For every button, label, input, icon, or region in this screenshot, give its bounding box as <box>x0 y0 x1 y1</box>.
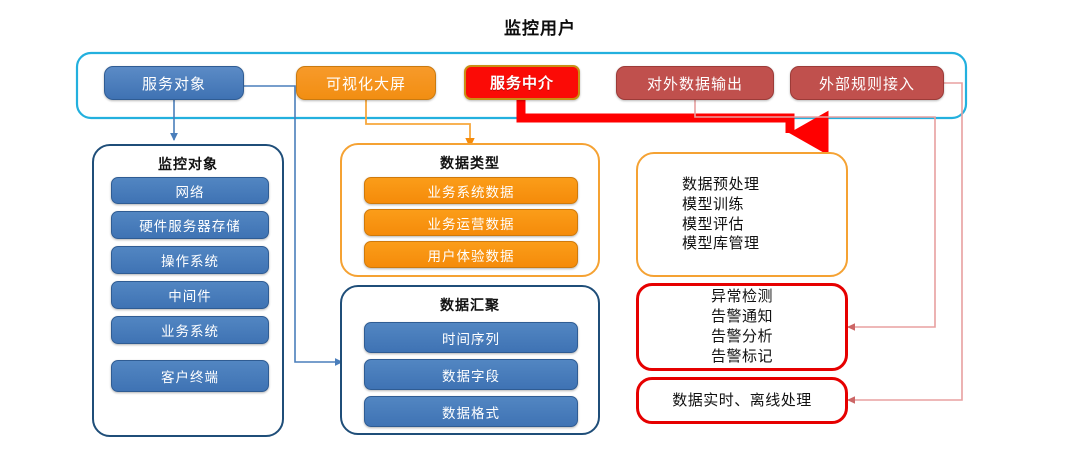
panel-monitor-objects: 监控对象 网络 硬件服务器存储 操作系统 中间件 业务系统 客户终端 <box>92 144 284 437</box>
model-pipeline-line-2: 模型训练 <box>682 194 745 213</box>
chip-hardware-server-storage-label: 硬件服务器存储 <box>139 219 241 235</box>
chip-network[interactable]: 网络 <box>111 177 269 204</box>
top-item-visualization-screen[interactable]: 可视化大屏 <box>296 66 436 100</box>
alarm-analysis-line-2: 告警通知 <box>710 307 773 326</box>
chip-business-operation-data[interactable]: 业务运营数据 <box>364 209 578 236</box>
alarm-analysis-line-4: 告警标记 <box>710 346 773 365</box>
panel-data-aggregation: 数据汇聚 时间序列 数据字段 数据格式 <box>340 285 600 435</box>
chip-time-series[interactable]: 时间序列 <box>364 322 578 353</box>
top-item-external-data-output[interactable]: 对外数据输出 <box>616 66 774 100</box>
chip-business-system-label: 业务系统 <box>161 324 219 340</box>
chip-middleware[interactable]: 中间件 <box>111 281 269 309</box>
model-pipeline-line-1: 数据预处理 <box>682 174 760 193</box>
chip-data-field-label: 数据字段 <box>442 368 500 385</box>
chip-data-format-label: 数据格式 <box>442 405 500 422</box>
panel-monitor-objects-title: 监控对象 <box>158 157 218 173</box>
top-item-external-rule-access[interactable]: 外部规则接入 <box>790 66 944 100</box>
data-processing-line-1: 数据实时、离线处理 <box>672 390 812 409</box>
chip-time-series-label: 时间序列 <box>442 331 500 348</box>
connector-external-rules-to-data-processing <box>847 82 963 404</box>
chip-client-terminal-label: 客户终端 <box>161 370 219 386</box>
connector-service-object-to-data-aggregation <box>240 85 343 366</box>
chip-data-field[interactable]: 数据字段 <box>364 359 578 390</box>
panel-data-processing: 数据实时、离线处理 <box>636 377 848 424</box>
top-item-service-agent-label: 服务中介 <box>489 74 554 92</box>
panel-data-types-title: 数据类型 <box>440 156 500 172</box>
chip-hardware-server-storage[interactable]: 硬件服务器存储 <box>111 211 269 239</box>
panel-data-aggregation-title: 数据汇聚 <box>440 298 500 314</box>
top-item-external-rule-access-label: 外部规则接入 <box>818 74 915 93</box>
chip-business-operation-data-label: 业务运营数据 <box>427 216 515 233</box>
model-pipeline-line-4: 模型库管理 <box>682 234 760 253</box>
chip-middleware-label: 中间件 <box>168 289 212 305</box>
model-pipeline-line-3: 模型评估 <box>682 214 745 233</box>
chip-user-experience-data[interactable]: 用户体验数据 <box>364 241 578 268</box>
top-item-external-data-output-label: 对外数据输出 <box>646 74 743 93</box>
connector-visualization-to-data-types <box>365 100 475 148</box>
page-title: 监控用户 <box>504 19 576 39</box>
chip-business-system-data[interactable]: 业务系统数据 <box>364 177 578 204</box>
chip-network-label: 网络 <box>175 184 205 201</box>
alarm-analysis-line-3: 告警分析 <box>710 327 773 345</box>
top-item-service-agent[interactable]: 服务中介 <box>464 65 580 100</box>
top-item-visualization-screen-label: 可视化大屏 <box>325 74 406 93</box>
chip-data-format[interactable]: 数据格式 <box>364 396 578 427</box>
alarm-analysis-line-1: 异常检测 <box>710 287 773 306</box>
connector-service-agent-to-model-pipeline <box>516 98 829 156</box>
panel-data-types: 数据类型 业务系统数据 业务运营数据 用户体验数据 <box>340 143 600 277</box>
panel-alarm-analysis: 异常检测 告警通知 告警分析 告警标记 <box>636 283 848 371</box>
chip-business-system-data-label: 业务系统数据 <box>427 184 515 201</box>
chip-business-system[interactable]: 业务系统 <box>111 316 269 344</box>
chip-operating-system-label: 操作系统 <box>161 254 219 270</box>
panel-model-pipeline: 数据预处理 模型训练 模型评估 模型库管理 <box>636 152 848 277</box>
top-item-service-object[interactable]: 服务对象 <box>104 66 244 100</box>
connector-external-output-to-alarm-analysis <box>694 100 936 331</box>
top-item-service-object-label: 服务对象 <box>141 74 206 93</box>
chip-user-experience-data-label: 用户体验数据 <box>427 248 515 265</box>
chip-operating-system[interactable]: 操作系统 <box>111 246 269 274</box>
chip-client-terminal[interactable]: 客户终端 <box>111 360 269 392</box>
